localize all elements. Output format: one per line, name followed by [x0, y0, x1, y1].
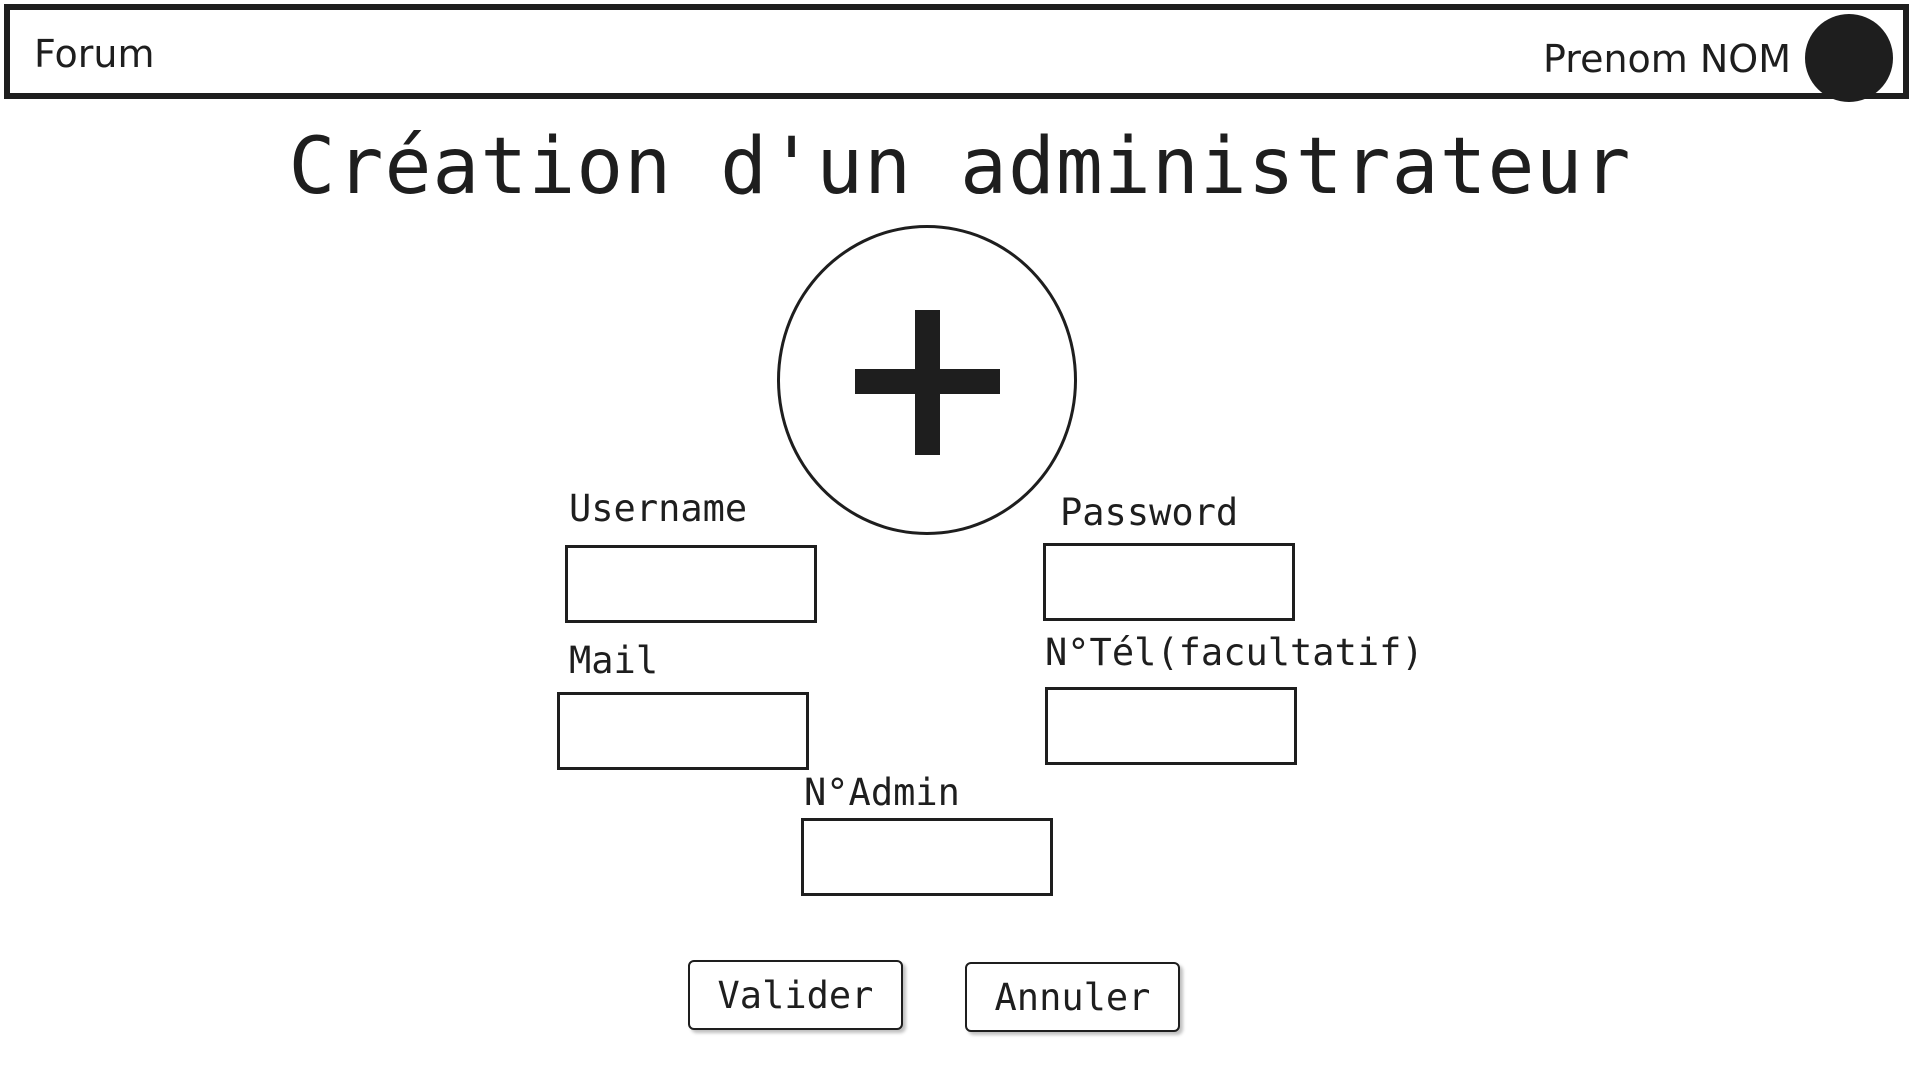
phone-input[interactable]	[1045, 687, 1297, 765]
mail-input[interactable]	[557, 692, 809, 770]
page-title: Création d'un administrateur	[288, 122, 1632, 212]
user-name[interactable]: Prenom NOM	[1543, 37, 1791, 81]
submit-button[interactable]: Valider	[688, 960, 903, 1030]
top-bar: Forum Prenom NOM	[4, 4, 1909, 102]
username-input[interactable]	[565, 545, 817, 623]
admin-number-input[interactable]	[801, 818, 1053, 896]
phone-label: N°Tél(facultatif)	[1045, 631, 1424, 674]
mail-label: Mail	[569, 639, 659, 682]
forum-logo-link[interactable]: Forum	[34, 32, 155, 76]
admin-number-label: N°Admin	[804, 771, 960, 814]
username-label: Username	[569, 487, 748, 530]
password-input[interactable]	[1043, 543, 1295, 621]
add-profile-picture-button[interactable]	[777, 225, 1077, 535]
cancel-button[interactable]: Annuler	[965, 962, 1180, 1032]
user-avatar[interactable]	[1805, 14, 1893, 102]
plus-icon	[855, 310, 1000, 455]
plus-icon-vertical-bar	[915, 310, 940, 455]
password-label: Password	[1060, 491, 1239, 534]
